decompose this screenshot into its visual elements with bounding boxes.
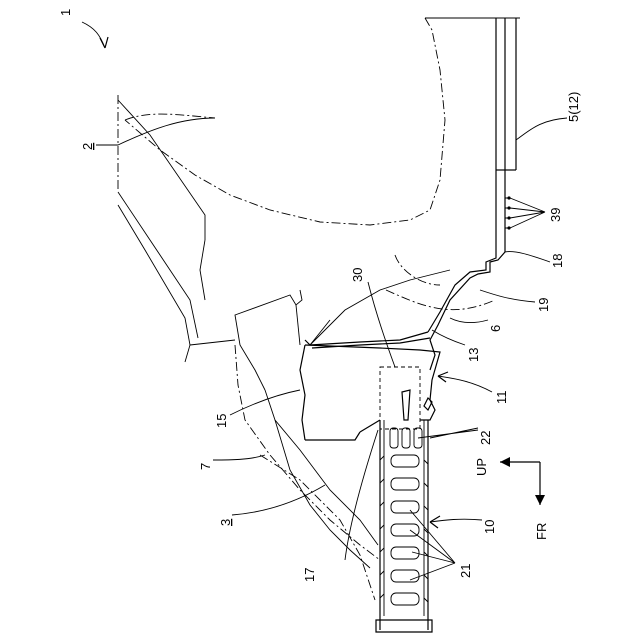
- label-up: UP: [474, 458, 489, 476]
- part-15-member: [235, 290, 380, 440]
- label-2: 2: [80, 143, 95, 150]
- label-21: 21: [458, 564, 473, 578]
- beads-21: [380, 455, 428, 605]
- label-fr: FR: [534, 523, 549, 540]
- part-2-frame: [118, 100, 235, 362]
- label-11: 11: [494, 391, 509, 405]
- label-6: 6: [488, 325, 503, 332]
- part-11-attachment: [380, 348, 440, 420]
- part-3-outline: [260, 455, 375, 600]
- label-18: 18: [550, 254, 565, 268]
- label-13: 13: [466, 348, 481, 362]
- region-30-box: [380, 367, 420, 429]
- label-7: 7: [198, 463, 213, 470]
- label-1: 1: [58, 9, 73, 16]
- label-3: 3: [218, 519, 233, 526]
- leader-lines: [82, 22, 567, 580]
- label-19: 19: [536, 298, 551, 312]
- label-30: 30: [350, 268, 365, 282]
- upper-body-outline: [118, 18, 445, 225]
- label-17: 17: [302, 568, 317, 582]
- part-7-outline: [235, 345, 380, 568]
- label-15: 15: [214, 414, 229, 428]
- labels: 1 2 5(12) 39 18 19 6 13 30 11 22 15 7 3 …: [58, 9, 581, 582]
- label-10: 10: [482, 520, 497, 534]
- direction-arrows: [500, 457, 545, 505]
- part-5-pillar: [425, 18, 520, 252]
- label-5-12: 5(12): [566, 92, 581, 122]
- label-22: 22: [478, 431, 493, 445]
- slots-22: [390, 428, 422, 448]
- label-39: 39: [548, 208, 563, 222]
- bolts-39: [505, 196, 511, 229]
